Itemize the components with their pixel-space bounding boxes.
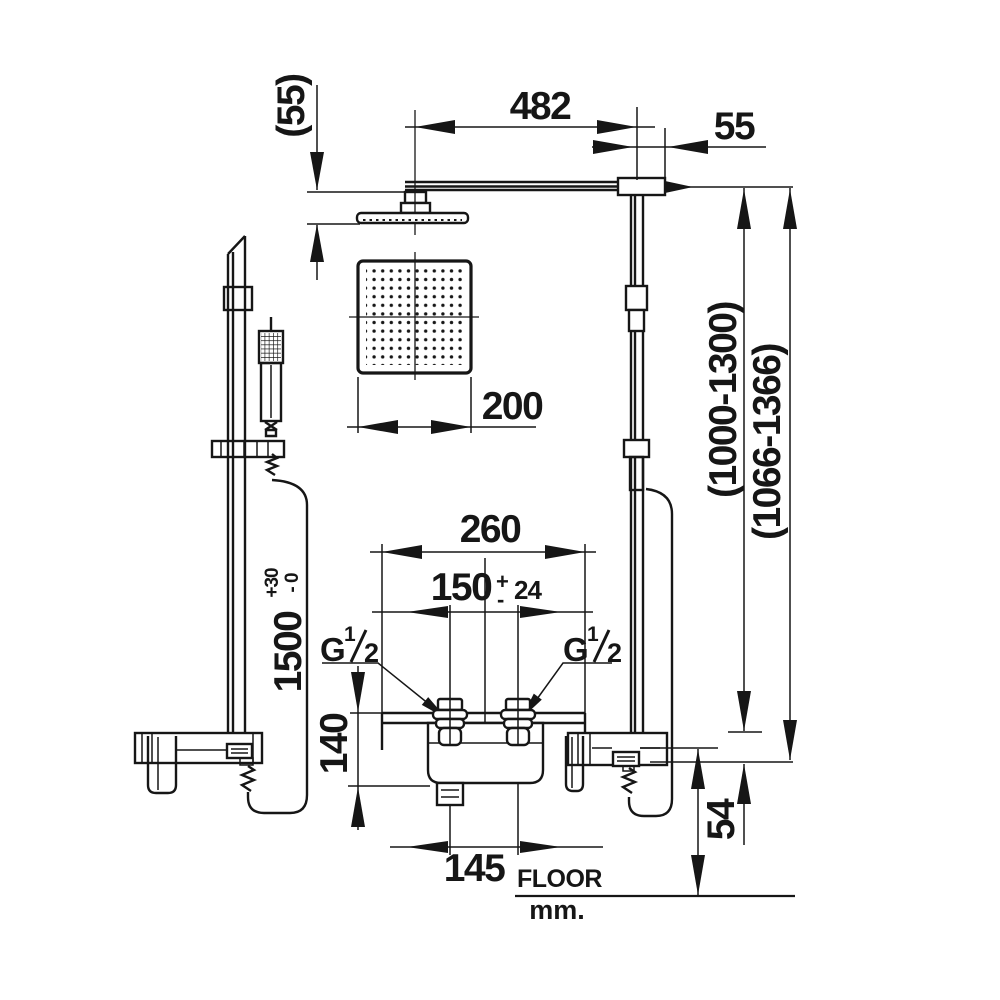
- slide-bar-upper-mount: [222, 285, 254, 312]
- dim-label-inlet-spacing: 150: [431, 566, 492, 609]
- dim-head-drop: (55): [270, 74, 405, 280]
- dim-label-valve-bottom-width: 145: [444, 847, 505, 890]
- arm-end-arrow: [665, 181, 693, 193]
- dim-overall-height: (1066-1366): [746, 188, 797, 760]
- mixer-valve-front-view: [380, 697, 587, 807]
- dim-label-riser-height: (1000-1300): [702, 301, 745, 497]
- thread-callout-right: G 1 2: [512, 623, 622, 758]
- dim-arm-length: 482: [405, 85, 655, 180]
- side-view-left-figure: 1500 +30 - 0: [133, 235, 310, 815]
- dim-label-head-width: 200: [482, 385, 543, 428]
- hose-connector-wiggle-bottom: [238, 765, 258, 792]
- dim-valve-trim-width: 260: [370, 508, 596, 714]
- dim-label-inlet-tol-minus: -: [497, 587, 504, 612]
- riser-adjuster-nut: [622, 438, 651, 459]
- dim-label-outlet-height: 54: [700, 798, 743, 840]
- thread-right-denominator: 2: [607, 638, 622, 668]
- dim-label-head-drop: (55): [270, 74, 313, 138]
- slide-bar: [210, 235, 286, 733]
- rain-head-side-view: [355, 211, 470, 225]
- thread-right-numerator: 1: [587, 623, 599, 646]
- inlet-fitting-left: [431, 697, 469, 747]
- side-view-right-figure: 54 (1000-1300) (1066-1366): [564, 188, 797, 895]
- outlet-reference-lines: [640, 747, 793, 763]
- dim-label-hose-tol-plus: +30: [262, 568, 283, 598]
- hand-shower-on-riser: [628, 455, 645, 492]
- thread-left-letter: G: [320, 631, 346, 668]
- mixer-valve-side-view: [564, 731, 669, 793]
- dim-head-width: 200: [347, 377, 545, 434]
- dim-inlet-spacing: 150 + - 24: [372, 558, 593, 855]
- mixer-handle-side: [564, 736, 585, 793]
- shower-arm: [405, 176, 793, 197]
- hand-shower-hose: [238, 453, 309, 815]
- valve-outlet-fitting-left: [225, 742, 254, 760]
- dim-wall-offset: 55: [592, 105, 766, 180]
- dim-hose-length: 1500 +30 - 0: [262, 568, 310, 692]
- units-label: mm.: [529, 895, 585, 925]
- dim-label-arm-length: 482: [510, 85, 571, 128]
- hose-connector-wiggle-top: [263, 453, 281, 477]
- dim-outlet-height: 54: [691, 749, 743, 895]
- dim-label-overall-height: (1066-1366): [746, 343, 789, 539]
- dim-label-inlet-tol-value: 24: [514, 575, 542, 605]
- riser-upper-joint: [624, 284, 649, 312]
- dim-label-inlet-tol-plus: +: [496, 569, 508, 594]
- floor-reference: FLOOR mm.: [515, 865, 795, 925]
- inlet-fitting-right: [499, 697, 537, 747]
- thread-left-denominator: 2: [364, 638, 379, 668]
- dim-valve-bottom-width: 145: [390, 841, 603, 890]
- mixer-outlet-fitting: [611, 750, 641, 768]
- valve-handle-left: [146, 736, 178, 795]
- floor-label: FLOOR: [517, 865, 602, 893]
- front-view-figure: 200 (55) 482 55 260: [270, 74, 795, 925]
- hand-shower-spray-face: [261, 333, 281, 361]
- dim-label-valve-height: 140: [313, 713, 356, 774]
- valve-outlet-nub: [435, 781, 465, 807]
- thread-callout-left: G 1 2: [320, 623, 447, 719]
- thread-right-letter: G: [563, 631, 589, 668]
- valve-side-view-left: [133, 731, 264, 795]
- dim-riser-height: (1000-1300): [702, 188, 762, 845]
- slide-bar-clamp: [210, 439, 286, 459]
- hand-shower-side: [257, 317, 285, 438]
- dim-label-hose-length: 1500: [267, 611, 310, 693]
- thread-left-fraction-slash: [349, 629, 368, 663]
- dim-label-wall-offset: 55: [714, 105, 755, 148]
- thread-right-fraction-slash: [592, 629, 611, 663]
- dim-label-valve-trim-width: 260: [460, 508, 521, 551]
- dim-label-hose-tol-minus: - 0: [282, 573, 303, 593]
- arm-wall-flange: [616, 176, 667, 197]
- rain-head-top-view: [349, 252, 479, 380]
- thread-left-numerator: 1: [344, 623, 356, 646]
- riser-pipe: [622, 195, 651, 733]
- dim-valve-height: 140: [313, 666, 430, 830]
